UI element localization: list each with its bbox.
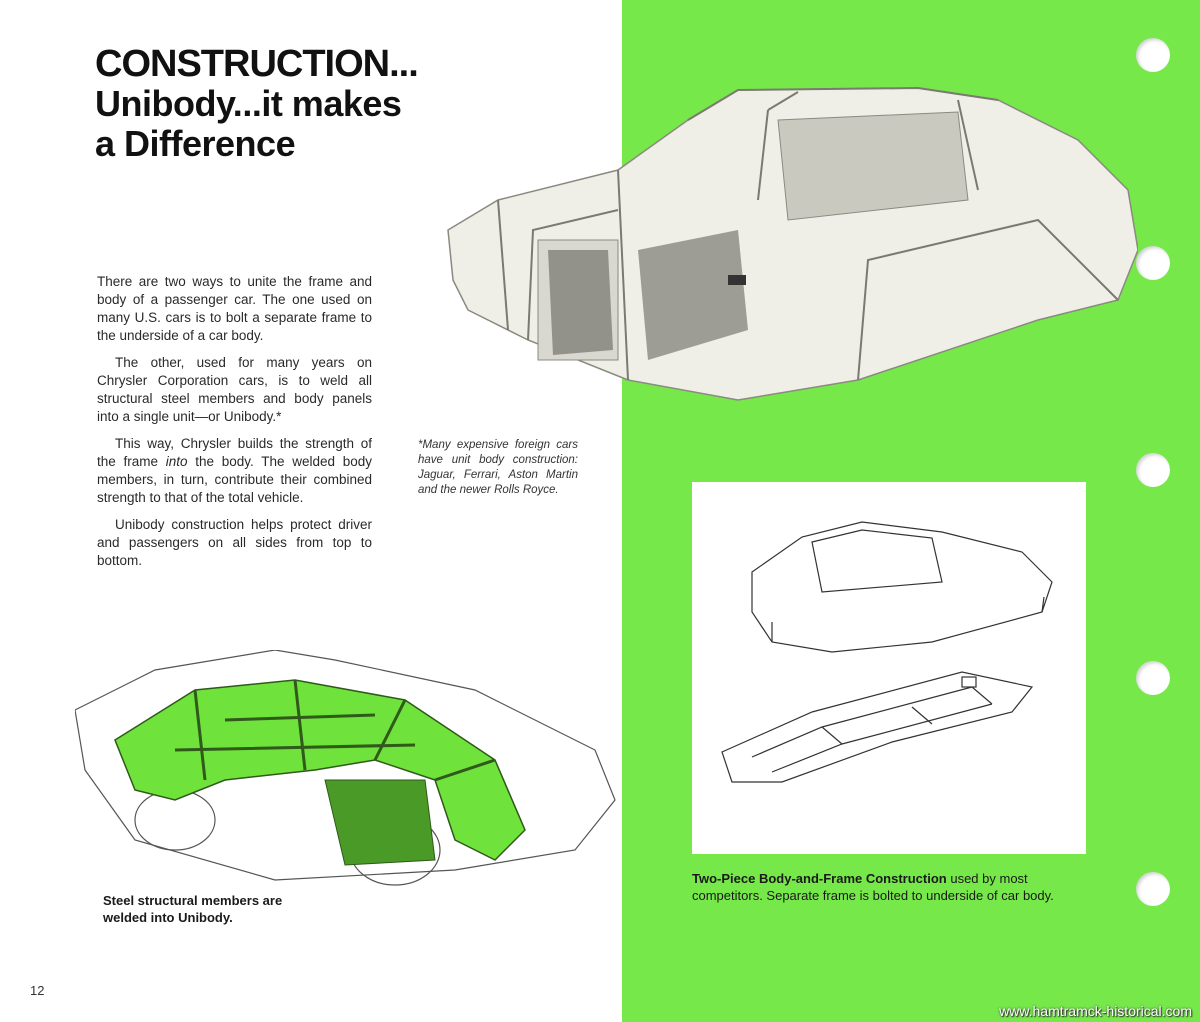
caption-text: used by most competitors. Separate frame… <box>692 871 1054 903</box>
footnote: *Many expensive foreign cars have unit b… <box>418 439 578 496</box>
title-line-1: CONSTRUCTION... <box>95 43 419 85</box>
title-line-2: Unibody...it makes <box>95 83 402 124</box>
page-title: CONSTRUCTION... Unibody...it makes a Dif… <box>95 44 555 164</box>
two-piece-illustration-box <box>692 482 1086 854</box>
page-number: 12 <box>30 983 45 998</box>
caption-bold-text: Two-Piece Body-and-Frame Construction <box>692 871 947 886</box>
paragraph: The other, used for many years on Chrysl… <box>97 355 372 424</box>
binder-hole <box>1136 872 1170 906</box>
paragraph: This way, Chrysler builds the strength o… <box>97 435 372 507</box>
binder-hole <box>1136 246 1170 280</box>
title-line-3: a Difference <box>95 123 296 164</box>
paragraph: There are two ways to unite the frame an… <box>97 274 372 343</box>
two-piece-body-frame-illustration <box>721 521 1053 783</box>
body-text: There are two ways to unite the frame an… <box>97 273 372 579</box>
paragraph-text: the body. The welded body members, in tu… <box>97 454 372 505</box>
caption-unibody: Steel structural members are welded into… <box>103 893 283 925</box>
caption-two-piece: Two-Piece Body-and-Frame Construction us… <box>692 870 1092 904</box>
unibody-structure-illustration <box>75 650 616 886</box>
paragraph: Unibody construction helps protect drive… <box>97 517 372 568</box>
paragraph-text: This way, Chrysler builds the strength o… <box>97 436 372 469</box>
unibody-shell-illustration <box>447 86 1138 401</box>
emphasis-text: into <box>165 454 188 469</box>
binder-hole <box>1136 38 1170 72</box>
watermark: www.hamtramck-historical.com <box>999 1003 1192 1019</box>
binder-hole <box>1136 661 1170 695</box>
binder-hole <box>1136 453 1170 487</box>
